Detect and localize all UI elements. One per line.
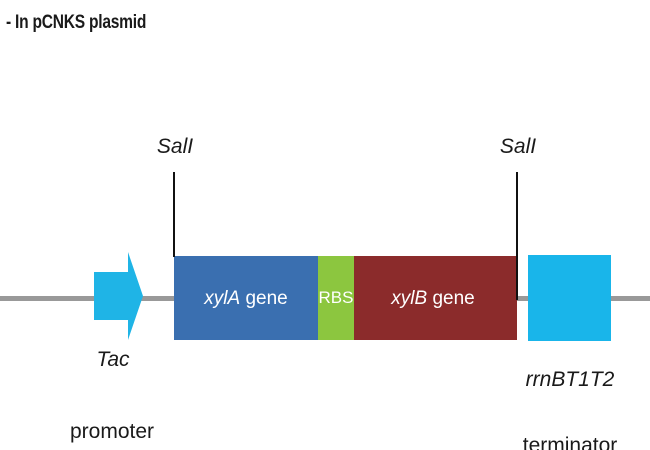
rbs-block: [318, 256, 354, 340]
terminator-type-label: terminator: [523, 434, 618, 450]
xylb-gene-block: [354, 256, 517, 340]
promoter-type-label: promoter: [70, 420, 154, 443]
promoter-arrow: [94, 252, 143, 340]
xylb-gene-name: xylB: [390, 288, 427, 309]
restriction-site-label-2: SalI: [500, 135, 536, 158]
xyla-gene-name: xylA: [203, 288, 240, 309]
xyla-gene-label: xylA gene: [203, 288, 287, 309]
xyla-gene-block: [174, 256, 318, 340]
xyla-gene-suffix: gene: [240, 288, 288, 309]
terminator-block: [528, 255, 611, 341]
page-title: - In pCNKS plasmid: [6, 12, 147, 33]
restriction-site-label-1: SalI: [157, 135, 193, 158]
terminator-name-label: rrnBT1T2: [526, 368, 615, 391]
xylb-gene-suffix: gene: [427, 288, 475, 309]
promoter-name-label: Tac: [96, 348, 130, 371]
rbs-label: RBS: [319, 288, 354, 307]
xylb-gene-label: xylB gene: [390, 288, 474, 309]
